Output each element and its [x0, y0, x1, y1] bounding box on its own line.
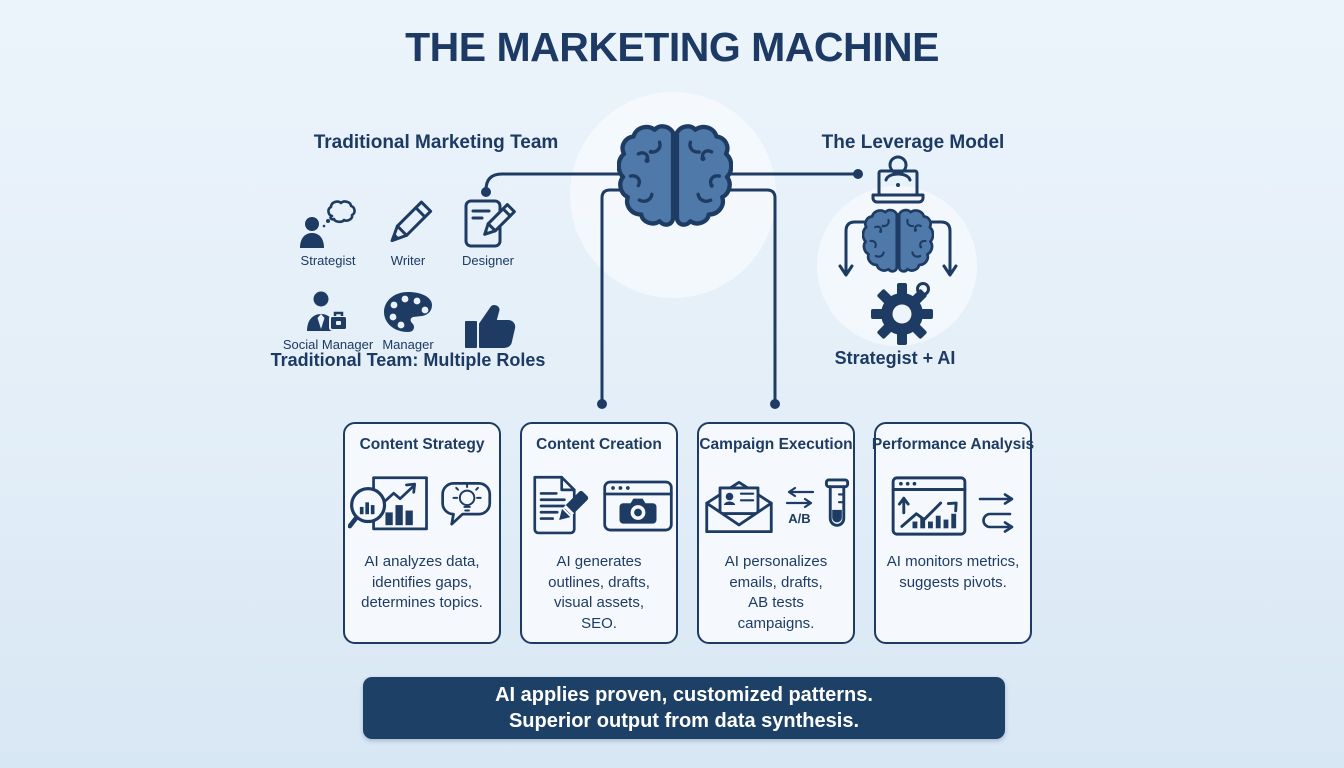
person-briefcase-icon	[304, 282, 352, 334]
page-title: THE MARKETING MACHINE	[405, 24, 939, 70]
banner-line2: Superior output from data synthesis.	[508, 710, 860, 732]
role-social-manager: Social Manager	[283, 268, 373, 352]
workflow-cards: Content Strategy	[343, 422, 1035, 644]
card-body: AI generates outlines, drafts, visual as…	[548, 553, 650, 633]
leverage-model-heading: The Leverage Model	[821, 132, 1005, 153]
down-arrows-icon	[838, 220, 958, 277]
person-laptop-icon	[871, 155, 925, 204]
traditional-team-heading: Traditional Marketing Team	[313, 132, 559, 153]
pivot-arrows-icon	[978, 493, 1013, 533]
role-label: Writer	[390, 253, 426, 268]
card-title: Content Creation	[536, 436, 662, 453]
banner-line1: AI applies proven, customized patterns.	[495, 684, 873, 706]
card-body: AI personalizes emails, drafts, AB tests…	[724, 553, 828, 633]
role-manager: Manager	[368, 268, 448, 352]
browser-camera-icon	[602, 480, 673, 532]
card-content-creation: Content Creation	[520, 422, 678, 644]
document-marker-icon	[532, 475, 588, 535]
envelope-card-icon	[704, 480, 773, 534]
role-writer: Writer	[368, 184, 448, 268]
idea-bubble-icon	[440, 481, 491, 526]
role-label: Manager	[382, 337, 434, 352]
ab-arrows-icon	[785, 486, 814, 509]
card-title: Content Strategy	[359, 436, 485, 453]
role-designer: Designer	[448, 184, 528, 268]
card-campaign-execution: Campaign Execution A/B	[697, 422, 855, 644]
role-thumbs-up	[448, 268, 528, 352]
test-tube-icon	[824, 478, 849, 527]
document-pencil-icon	[460, 198, 516, 250]
card-icon-row	[889, 466, 1018, 546]
pencil-icon	[381, 198, 435, 250]
summary-banner: AI applies proven, customized patterns. …	[363, 677, 1005, 739]
card-title: Performance Analysis	[871, 436, 1035, 453]
leverage-model-caption: Strategist + AI	[834, 348, 956, 368]
brain-icon	[617, 123, 733, 229]
card-title: Campaign Execution	[699, 436, 853, 453]
traditional-team-caption: Traditional Team: Multiple Roles	[270, 350, 546, 370]
traditional-roles-grid: Strategist Writer	[283, 184, 528, 352]
role-label: Designer	[461, 253, 515, 268]
card-body: AI analyzes data, identifies gaps, deter…	[361, 553, 483, 612]
thumbs-up-icon	[460, 297, 516, 349]
brain-small-icon	[862, 208, 934, 273]
analytics-browser-icon	[891, 476, 966, 536]
role-label: Social Manager	[282, 337, 374, 352]
card-content-strategy: Content Strategy	[343, 422, 501, 644]
person-thought-icon	[299, 198, 357, 250]
role-label: Strategist	[300, 253, 356, 268]
ab-test-arrows: A/B	[783, 486, 817, 526]
gear-icon	[871, 282, 933, 345]
chart-magnifier-icon	[347, 476, 428, 531]
card-icon-row: A/B	[702, 466, 851, 546]
role-strategist: Strategist	[288, 184, 368, 268]
card-body: AI monitors metrics, suggests pivots.	[886, 553, 1020, 591]
palette-icon	[382, 282, 434, 334]
card-icon-row	[524, 466, 675, 546]
card-performance-analysis: Performance Analysis	[871, 422, 1035, 644]
card-icon-row	[347, 466, 497, 546]
ab-label: A/B	[788, 511, 811, 526]
